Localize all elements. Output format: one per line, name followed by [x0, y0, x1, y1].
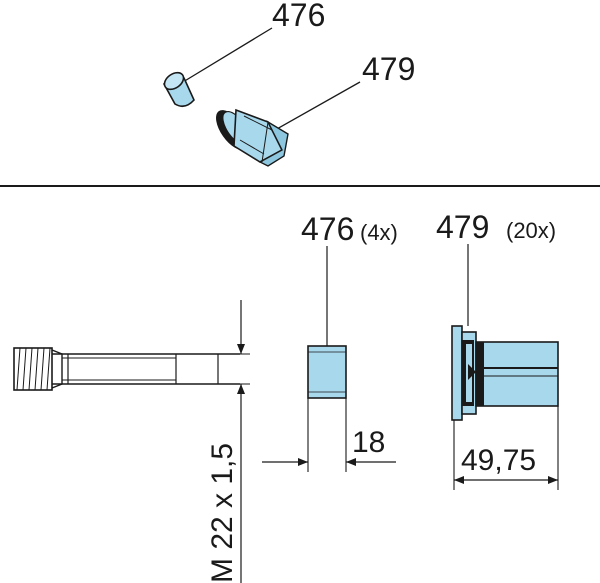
bushing-476-side: 476 (4x) [301, 211, 398, 399]
stud-bolt [13, 347, 240, 391]
wheel-nut-479-iso [216, 108, 289, 167]
leader-line-479 [267, 81, 361, 135]
nut-length-dimension: 49,75 [453, 406, 559, 490]
bushing-part-number: 476 [301, 211, 354, 247]
bushing-body [307, 345, 347, 399]
nut-part-number: 479 [436, 209, 489, 245]
callout-479: 479 [362, 51, 415, 87]
nut-length-label: 49,75 [461, 444, 536, 477]
nut-quantity: (20x) [506, 218, 556, 243]
bushing-width-dimension: 18 [262, 398, 396, 472]
thread-dimension: M 22 x 1,5 [206, 300, 250, 583]
top-exploded-view: 476 479 [163, 0, 415, 167]
leader-line-476 [182, 27, 273, 83]
stud-knurl [16, 347, 51, 391]
thread-spec-label: M 22 x 1,5 [206, 443, 239, 583]
bushing-width-label: 18 [352, 426, 385, 459]
wheel-nut-479-side: 479 (20x) [436, 209, 559, 421]
callout-476: 476 [272, 0, 325, 33]
bushing-476-iso [163, 71, 195, 108]
bushing-quantity: (4x) [360, 220, 398, 245]
